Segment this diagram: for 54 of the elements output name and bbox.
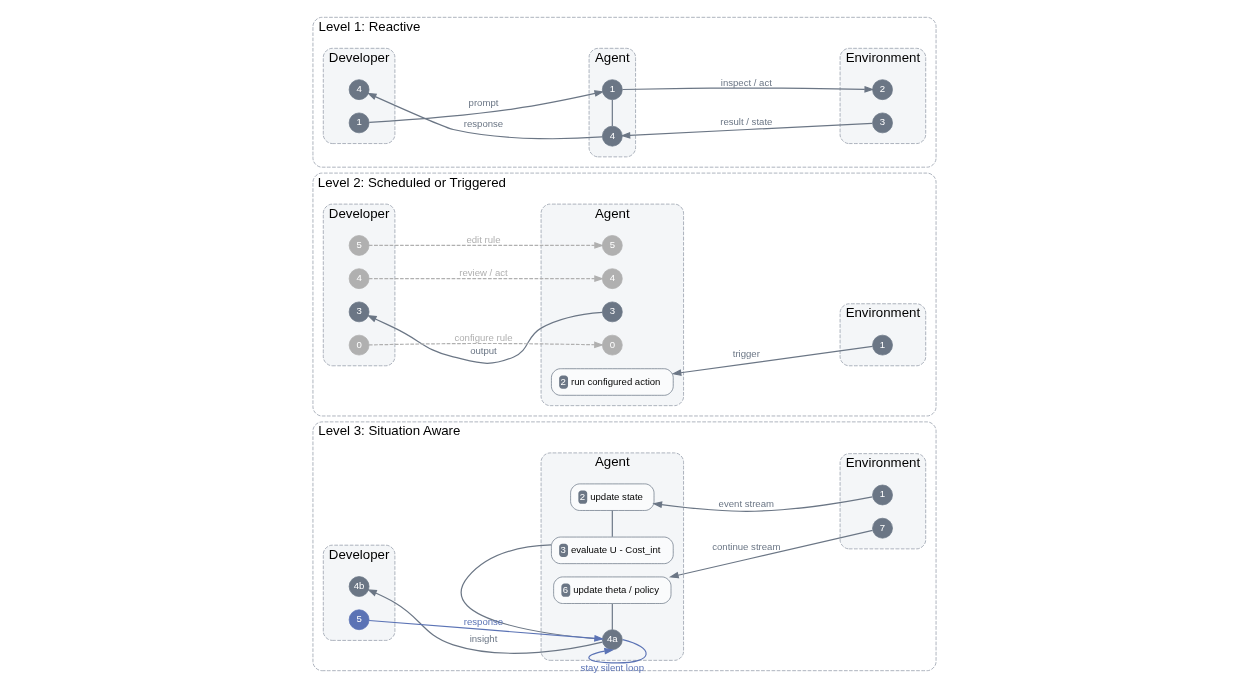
arrow [366, 92, 603, 140]
edge-label: response [463, 117, 504, 129]
node-circle: 4b [348, 576, 370, 597]
node-circle: 3 [872, 112, 893, 134]
node-box: 2 run configured action [551, 368, 674, 396]
edge-label: event stream [718, 498, 774, 510]
node-box: 6 update theta / policy [553, 576, 672, 604]
arrow [621, 85, 875, 93]
node-circle: 0 [348, 334, 370, 356]
edge-label: review / act [459, 267, 508, 279]
edge-label: output [470, 345, 497, 357]
edge-label: stay silent loop [580, 661, 644, 673]
arrow [367, 589, 603, 654]
node-box: 2 update state [570, 483, 655, 511]
edge-label: configure rule [454, 331, 513, 343]
edge-label: edit rule [466, 233, 501, 245]
node-circle: 1 [872, 334, 893, 356]
connector [611, 99, 613, 127]
node-circle: 3 [348, 301, 370, 323]
edge-label: prompt [468, 97, 499, 109]
node-circle: 2 [872, 79, 893, 100]
arrow [368, 619, 605, 642]
node-circle: 4 [348, 268, 370, 289]
arrow [368, 275, 605, 283]
arrow [668, 529, 874, 579]
node-circle: 5 [348, 609, 370, 631]
node-box: 3 evaluate U - Cost_int [551, 536, 674, 564]
arrow [652, 496, 874, 512]
arrow [368, 242, 605, 249]
edge-label: result / state [720, 116, 773, 128]
connector [611, 509, 613, 538]
arrow [368, 341, 604, 349]
arrow [620, 122, 873, 139]
node-circle: 3 [602, 301, 623, 323]
connector [611, 603, 613, 631]
edge-label: insight [469, 633, 498, 645]
edge-label: inspect / act [720, 76, 772, 88]
node-circle: 1 [602, 79, 623, 100]
node-circle: 0 [602, 334, 623, 356]
node-circle: 1 [872, 484, 893, 506]
edge-label: trigger [732, 348, 760, 360]
node-circle: 4 [602, 125, 623, 147]
node-circle: 4a [602, 629, 623, 650]
node-circle: 4 [348, 79, 370, 100]
node-circle: 4 [602, 268, 623, 289]
edge-label: response [463, 616, 504, 628]
node-circle: 7 [872, 517, 893, 539]
arrow [368, 90, 605, 123]
node-circle: 5 [348, 235, 370, 256]
arrow [671, 345, 874, 377]
node-circle: 1 [348, 112, 370, 134]
edge-label: continue stream [712, 540, 781, 552]
node-circle: 5 [602, 235, 623, 256]
arrow [366, 311, 603, 364]
